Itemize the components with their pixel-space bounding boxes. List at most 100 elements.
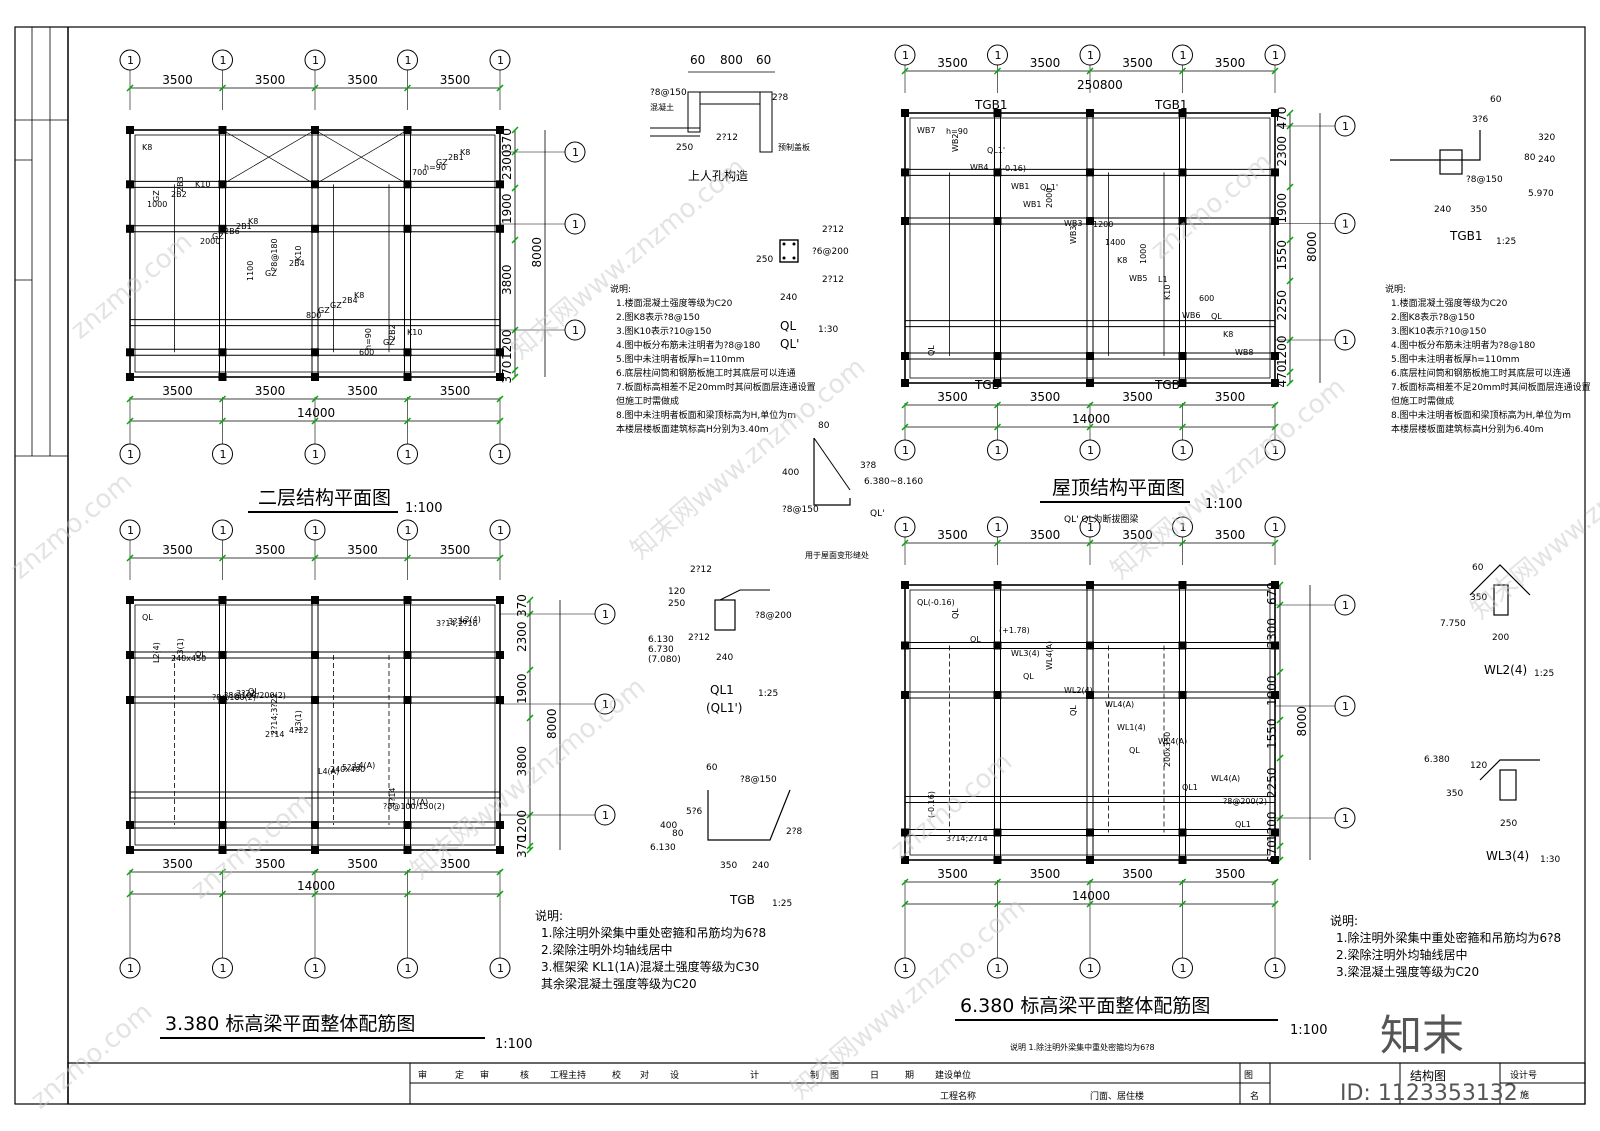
notes-item: 1.除注明外梁集中重处密箍和吊筋均为6?8 <box>541 925 766 940</box>
dim-tick <box>1286 379 1294 387</box>
plan-annotation: h=90 <box>946 127 968 136</box>
dim-bottom-label: 3500 <box>440 384 471 398</box>
column-gz <box>218 224 227 233</box>
manhole-note-2: 2?8 <box>772 93 789 103</box>
notes-item: 4.图中板分布筋未注明者为?8@180 <box>1391 339 1536 351</box>
notes-item: 6.底层柱间筒和钢筋板施工时其底层可以连通 <box>616 367 796 379</box>
grid-bubble-label: 1 <box>127 524 134 537</box>
column-gz <box>218 373 227 381</box>
column-gz <box>901 352 909 360</box>
tgb1-note-1: 60 <box>1490 95 1502 105</box>
column-gz <box>1086 581 1094 589</box>
dim-tick <box>403 890 412 898</box>
column-gz <box>496 596 504 604</box>
dim-top-label: 3500 <box>162 543 193 557</box>
dim-right-label: 2300 <box>500 149 514 180</box>
dim-tick <box>403 868 412 876</box>
tb-drawing-name-label: 名 <box>1250 1090 1259 1102</box>
column-gz <box>311 821 319 829</box>
outer-wall-inner <box>909 117 1271 379</box>
plan-annotation: 1400 <box>1105 238 1125 247</box>
plan-annotation: 4?22 <box>289 726 309 735</box>
plan-annotation: QL <box>248 687 259 696</box>
tb-cell: 日 <box>870 1070 879 1081</box>
outer-wall-inner <box>134 604 496 846</box>
column-gz <box>1086 109 1094 117</box>
dim-tick <box>1271 423 1279 431</box>
grid-bubble-label: 1 <box>220 54 227 67</box>
dim-right-total: 8000 <box>545 708 559 739</box>
ql1-scale: 1:25 <box>758 689 778 699</box>
notes-item: 但施工时需做成 <box>1391 395 1454 407</box>
tgb-note-4: 400 <box>660 821 677 831</box>
grid-bubble-label: 1 <box>127 448 134 461</box>
plan-annotation: L2(4) <box>152 642 161 663</box>
ql-note-3: 2?12 <box>822 275 844 285</box>
plan-scale-6380: 1:100 <box>1290 1023 1327 1038</box>
column-gz <box>1086 828 1094 837</box>
column-gz <box>993 168 1002 177</box>
detail-tgb1: 60 3?6 320 240 80 ?8@150 5.970 240 350 T… <box>1390 95 1555 247</box>
dim-right-label: 1900 <box>1265 675 1279 706</box>
plan-annotation: 240x450 <box>171 654 206 663</box>
plan-annotation: ?8@180 <box>270 238 279 271</box>
ql1-note-6: 6.730 <box>648 645 674 655</box>
dim-bottom-label: 3500 <box>937 867 968 881</box>
grid-bubble-label: 1 <box>127 962 134 975</box>
dim-tick <box>526 666 534 674</box>
dim-tick <box>901 900 909 908</box>
wl3-note-1: 6.380 <box>1424 755 1450 765</box>
plan-annotation: 800 <box>306 311 321 320</box>
dim-top-label: 3500 <box>1030 56 1061 70</box>
roof-extra-dim: 250800 <box>1077 78 1123 92</box>
grid-bubble-label: 1 <box>995 444 1002 457</box>
column-gz <box>126 348 134 357</box>
grid-bubble-label: 1 <box>602 809 609 822</box>
notes-item: 本楼层楼板面建筑标高H分别为6.40m <box>1391 423 1544 435</box>
dim-tick <box>403 417 412 425</box>
watermark-text: znzmo.com <box>65 227 198 345</box>
dim-tick <box>901 423 909 431</box>
dim-right-label: 3800 <box>515 746 529 777</box>
plan-annotation: WL3(4) <box>1011 649 1040 658</box>
ql-title: QL <box>780 319 796 333</box>
tb-cell: 定 <box>455 1069 464 1081</box>
plan-annotation: K8 <box>1223 330 1233 339</box>
dim-bottom-label: 3500 <box>1122 390 1153 404</box>
plan-annotation: GZ <box>383 338 395 347</box>
plan-annotation: (+1.78) <box>999 626 1030 635</box>
tgb1-title: TGB1 <box>1449 229 1483 243</box>
dim-tick <box>1178 539 1187 547</box>
joint-note-6: QL' <box>870 509 885 519</box>
outer-wall <box>904 584 1276 861</box>
plan-annotation: QL <box>970 635 981 644</box>
binding-strip <box>15 27 68 457</box>
dim-tick <box>1086 401 1094 409</box>
notes-item: 3.图K10表示?10@150 <box>1391 325 1487 337</box>
dim-tick <box>526 596 534 604</box>
tgb1-note-3: 320 <box>1538 133 1555 143</box>
grid-bubble-label: 1 <box>1180 444 1187 457</box>
dim-tick <box>993 900 1002 908</box>
ql1-title: QL1 <box>710 683 734 697</box>
tb-cell: 期 <box>905 1070 914 1081</box>
dim-tick <box>1086 878 1094 886</box>
dim-tick <box>311 417 319 425</box>
grid-bubble-label: 1 <box>1087 444 1094 457</box>
manhole-note-3: 2?12 <box>716 133 738 143</box>
dim-tick <box>526 846 534 854</box>
ql-note-5: 240 <box>780 293 797 303</box>
tb-cell: 对 <box>640 1069 649 1081</box>
plan-annotation: 4?14 <box>388 787 397 807</box>
wl2-title: WL2(4) <box>1484 663 1527 677</box>
column-gz <box>1178 641 1187 650</box>
notes-header: 说明: <box>1330 913 1358 928</box>
notes-roof: 说明:1.楼面混凝土强度等级为C202.图K8表示?8@1503.图K10表示?… <box>1385 283 1591 435</box>
ql-title-2: QL' <box>780 337 799 351</box>
dim-bottom-label: 3500 <box>162 857 193 871</box>
column-gz <box>311 651 319 659</box>
plan-annotation: 2000 <box>200 237 220 246</box>
grid-bubble-label: 1 <box>1087 521 1094 534</box>
dim-tick <box>1271 539 1279 547</box>
dim-right-label: 3800 <box>500 264 514 295</box>
